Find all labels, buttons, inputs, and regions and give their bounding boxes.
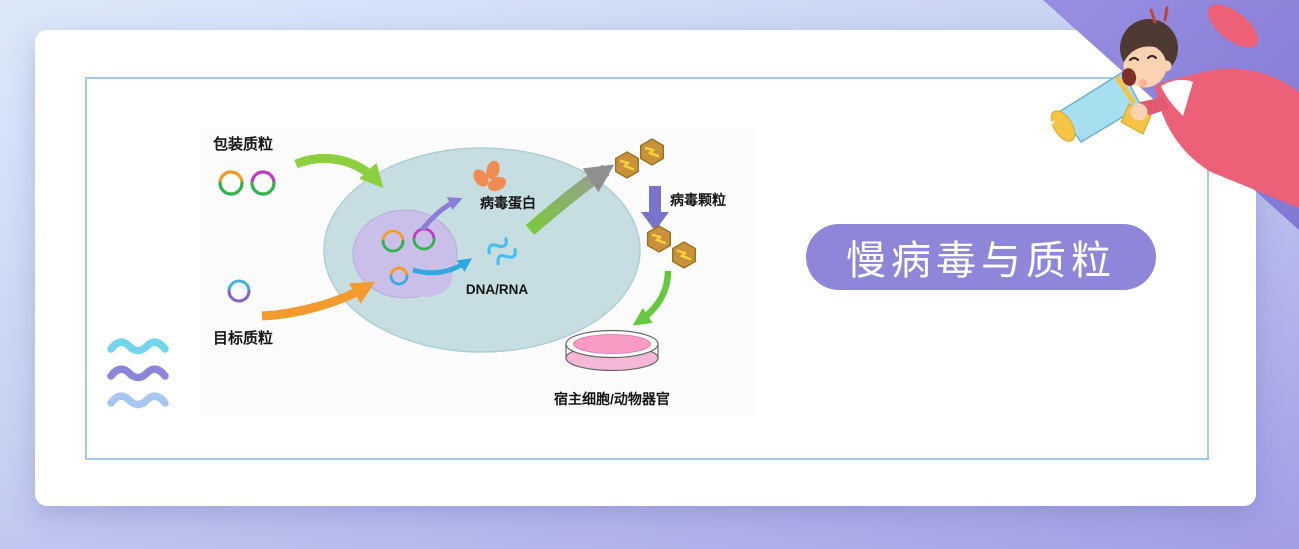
nucleus-to-rna-arrow <box>412 258 473 276</box>
packaging-plasmid-icon <box>218 170 276 196</box>
nucleus-to-protein-arrow <box>420 197 463 232</box>
target-plasmid-label: 目标质粒 <box>213 329 273 347</box>
packaging-plasmid-label: 包装质粒 <box>213 135 273 153</box>
announcer-shirt <box>1161 79 1193 116</box>
triple-wave-icon <box>107 338 169 409</box>
inner-border-frame <box>85 77 1209 460</box>
announcer-eye-left <box>1128 56 1140 62</box>
virus-particle-label: 病毒颗粒 <box>670 192 726 208</box>
viral-protein-icon <box>473 160 507 192</box>
title-badge: 慢病毒与质粒 <box>806 224 1156 290</box>
announcer-mouth <box>1121 68 1137 86</box>
announcer-hair-front <box>1124 30 1175 62</box>
announcer-arm <box>1207 4 1259 48</box>
wave-blue <box>107 392 169 409</box>
target-plasmid-icon <box>227 279 251 303</box>
wave-purple <box>107 365 169 382</box>
virus-hexagon-patterns <box>619 146 692 261</box>
target-to-cell-arrow <box>261 281 376 321</box>
announcer-ear <box>1160 60 1172 72</box>
wave-cyan <box>107 338 169 355</box>
sound-line-1 <box>1039 80 1053 92</box>
diagram-panel: 包装质粒 目标质粒 病毒蛋白 DNA/RNA 病毒颗粒 宿主细胞/动物器官 <box>200 128 756 416</box>
viral-protein-label: 病毒蛋白 <box>480 195 536 211</box>
announcer-blush <box>1139 79 1147 87</box>
announcer-eye-right <box>1146 54 1158 60</box>
shout-mark-1 <box>1149 8 1157 24</box>
virus-to-dish-arrow <box>632 270 672 326</box>
title-text: 慢病毒与质粒 <box>846 239 1116 283</box>
announcer-hand <box>1130 103 1148 121</box>
nucleus-lobe <box>400 259 452 297</box>
host-label: 宿主细胞/动物器官 <box>554 391 670 407</box>
shout-mark-2 <box>1163 6 1169 22</box>
dna-rna-label: DNA/RNA <box>466 282 528 297</box>
announcer-jacket <box>1155 68 1299 208</box>
virus-down-arrow <box>641 186 669 231</box>
sound-line-3 <box>1041 120 1055 132</box>
sound-line-2 <box>1037 102 1051 108</box>
petri-dish-icon <box>565 329 659 372</box>
corner-ribbon <box>1037 0 1299 230</box>
packaging-to-cell-arrow <box>294 153 384 189</box>
nucleus-plasmid-icons <box>381 227 436 286</box>
dna-rna-icon <box>487 237 517 266</box>
announcer-icon <box>1037 4 1299 208</box>
cell-export-arrow <box>525 164 615 235</box>
